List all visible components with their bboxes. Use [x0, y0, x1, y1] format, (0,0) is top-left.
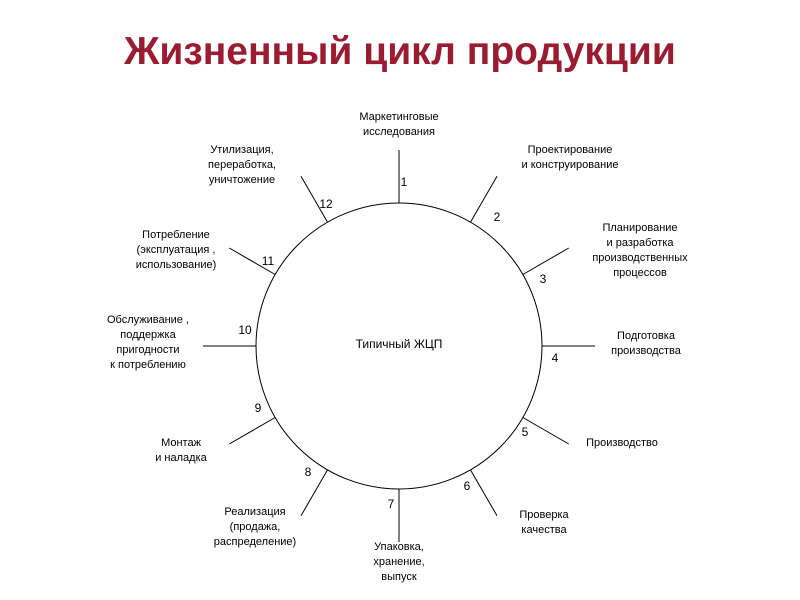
stage-label-line: Утилизация,	[210, 144, 274, 156]
stage-label: Реализация (продажа, распределение)	[214, 505, 296, 550]
stage-tick-line	[229, 247, 276, 275]
stage-number: 4	[551, 351, 559, 365]
stage-label-line: Реализация	[224, 506, 286, 518]
stage-label-line: Обслуживание ,	[106, 314, 190, 326]
stage-tick-line	[229, 417, 276, 445]
stage-label-line: и разработка	[606, 237, 674, 249]
stage-label: Проектирование и конструирование	[522, 143, 619, 173]
center-label: Типичный ЖЦП	[355, 337, 443, 351]
stage-number: 6	[463, 479, 471, 493]
stage-label-line: (эксплуатация ,	[136, 244, 216, 256]
stage-label-line: Проверка	[519, 509, 569, 521]
stage-label: Производство	[586, 436, 658, 451]
stage-label-line: переработка,	[208, 159, 276, 171]
stage-label-line: к потреблению	[110, 359, 186, 371]
stage-label-line: Упаковка,	[374, 541, 424, 553]
stage-label: Планирование и разработка производственных…	[592, 221, 687, 281]
stage-label-line: процессов	[613, 267, 667, 279]
stage-label-line: исследования	[362, 126, 435, 138]
stage-label-line: пригодности	[116, 344, 180, 356]
stage-label-line: Планирование	[602, 222, 678, 234]
stage-label-line: производства	[611, 345, 681, 357]
stage-label-line: и конструирование	[521, 159, 619, 171]
stage-number: 12	[319, 197, 333, 211]
stage-label-line: Производство	[586, 437, 658, 449]
stage-label: Маркетинговые исследования	[359, 110, 438, 140]
stage-label: Подготовка производства	[611, 329, 681, 359]
stage-label-line: хранение,	[373, 556, 425, 568]
stage-label: Упаковка, хранение, выпуск	[373, 540, 424, 585]
stage-tick-line	[470, 469, 498, 516]
stage-label-line: Подготовка	[617, 330, 675, 342]
stage-label-line: Маркетинговые	[359, 111, 439, 123]
stage-label-line: уничтожение	[208, 174, 276, 186]
stage-tick-line	[300, 176, 328, 223]
stage-label: Обслуживание , поддержка пригодности к потр…	[107, 313, 189, 373]
stage-label-line: Потребление	[142, 229, 210, 241]
stage-label-line: и наладка	[155, 452, 207, 464]
stage-number: 10	[238, 323, 252, 337]
page-title: Жизненный цикл продукции	[124, 30, 676, 73]
stage-tick-line	[470, 176, 498, 223]
stage-label-line: (продажа,	[229, 521, 281, 533]
stage-tick-line	[300, 469, 328, 516]
stage-number: 2	[493, 210, 501, 224]
stage-label: Монтаж и наладка	[155, 436, 207, 466]
stage-label-line: выпуск	[381, 571, 417, 583]
stage-label-line: использование)	[135, 259, 217, 271]
stage-tick-line	[522, 247, 569, 275]
stage-number: 11	[261, 254, 275, 268]
stage-number: 8	[304, 465, 312, 479]
stage-label-line: поддержка	[120, 329, 176, 341]
stage-label-line: качества	[521, 524, 567, 536]
stage-number: 3	[539, 272, 547, 286]
stage-label-line: распределение)	[213, 536, 297, 548]
stage-label-line: Монтаж	[161, 437, 201, 449]
stage-label: Утилизация, переработка, уничтожение	[208, 143, 276, 188]
stage-label-line: Проектирование	[527, 144, 613, 156]
stage-number: 1	[400, 175, 408, 189]
stage-number: 7	[387, 497, 395, 511]
stage-tick-line	[522, 417, 569, 445]
stage-label: Потребление (эксплуатация , использование)	[136, 228, 217, 273]
stage-label: Проверка качества	[519, 508, 568, 538]
stage-label-line: производственных	[592, 252, 688, 264]
stage-number: 5	[521, 425, 529, 439]
stage-number: 9	[254, 401, 262, 415]
